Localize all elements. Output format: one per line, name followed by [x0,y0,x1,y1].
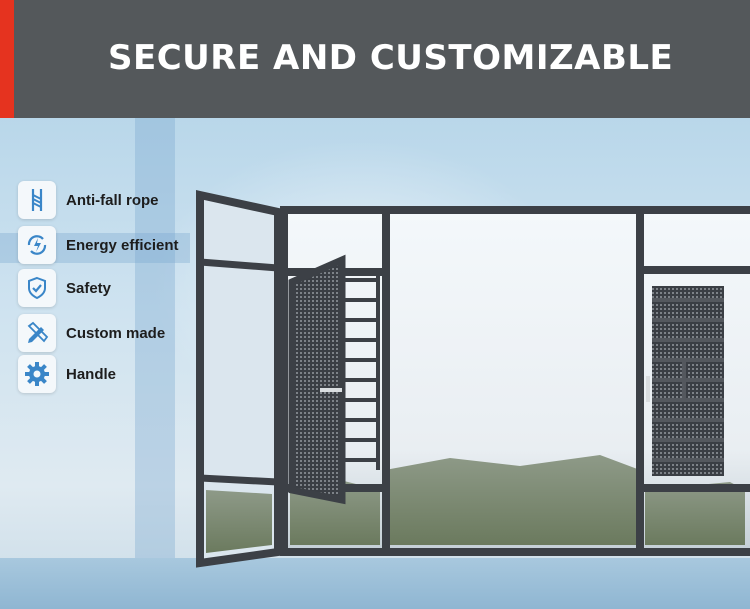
window-frame [280,206,750,556]
feature-item: Custom made [18,314,165,352]
header-banner: SECURE AND CUSTOMIZABLE [0,0,750,118]
gear-icon [18,355,56,393]
landscape [645,482,745,545]
pencil-ruler-icon [18,314,56,352]
rope-icon [18,181,56,219]
feature-label: Handle [66,365,117,383]
handle [320,388,342,392]
accent-bar [0,0,14,118]
shield-check-icon [18,269,56,307]
wall-shadow [135,118,175,558]
feature-item: Safety [18,269,111,307]
open-sash-left [196,190,282,568]
anti-theft-bars [342,275,380,470]
feature-label: Safety [66,279,112,297]
screen-bars [652,298,724,462]
feature-item: Energy efficient [18,226,179,264]
floor [0,558,750,609]
feature-item: Handle [18,355,116,393]
page-title: SECURE AND CUSTOMIZABLE [108,38,674,78]
feature-label: Anti-fall rope [66,191,159,209]
feature-label: Energy efficient [66,236,179,254]
energy-icon [18,226,56,264]
handle [646,376,650,402]
open-screen-sash [288,254,346,505]
landscape [385,455,640,545]
feature-label: Custom made [66,324,166,342]
feature-item: Anti-fall rope [18,181,159,219]
